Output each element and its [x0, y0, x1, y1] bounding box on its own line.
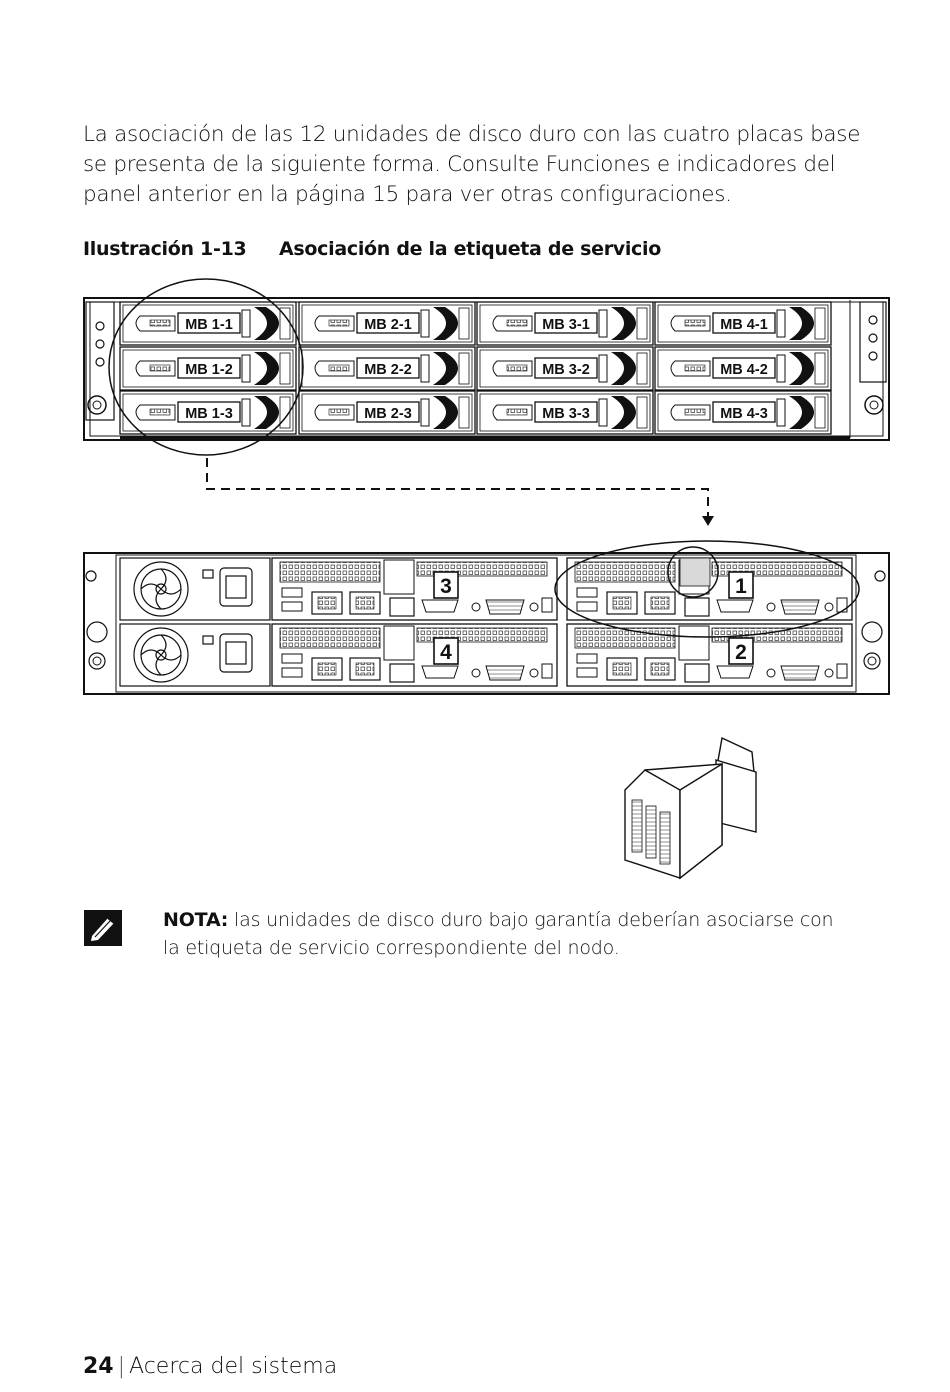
intro-line-2: se presenta de la siguiente forma. Consu… — [83, 152, 836, 177]
intro-line-3: panel anterior en la página 15 para ver … — [83, 182, 732, 207]
service-tag-figure: MB 1-1 MB 2-1 MB 3-1 MB 4-1 MB 1-2 MB 2-2 MB 3… — [83, 278, 890, 880]
drive-label-box — [177, 312, 241, 334]
drive-label: MB 3-2 — [542, 362, 590, 378]
drive-label: MB 2-1 — [364, 317, 412, 333]
note-text: NOTA: las unidades de disco duro bajo ga… — [163, 906, 923, 962]
figure-caption: Ilustración 1-13 Asociación de la etique… — [83, 238, 661, 260]
dashed-connector — [206, 458, 709, 520]
drive-label-box — [534, 312, 598, 334]
drive-label: MB 2-3 — [364, 406, 412, 422]
page-number: 24 — [83, 1354, 114, 1379]
drive-label-box — [534, 401, 598, 423]
drive-label: MB 1-1 — [185, 317, 233, 333]
intro-paragraph: La asociación de las 12 unidades de disc… — [83, 120, 903, 210]
compute-node: 4 — [271, 623, 558, 687]
drive-label: MB 4-2 — [720, 362, 768, 378]
node-number-label: 2 — [735, 641, 747, 664]
power-supplies — [119, 557, 271, 687]
service-tag-drawing — [624, 736, 757, 880]
service-tag-location — [679, 557, 711, 587]
drive-label-box — [712, 401, 776, 423]
drive-label-box — [712, 357, 776, 379]
intro-line-1: La asociación de las 12 unidades de disc… — [83, 122, 861, 147]
footer-section: Acerca del sistema — [129, 1354, 338, 1379]
drive-bay: MB 1-2 — [119, 346, 297, 391]
drive-label-box — [356, 312, 420, 334]
node-number-label: 1 — [735, 575, 747, 598]
drive-label-box — [177, 401, 241, 423]
front-chassis — [83, 297, 890, 441]
compute-node: 2 — [566, 623, 853, 687]
figure-title: Asociación de la etiqueta de servicio — [279, 238, 661, 260]
arrow-down-icon — [702, 516, 714, 526]
drive-bay: MB 3-3 — [476, 390, 654, 435]
drive-label-box — [177, 357, 241, 379]
note-line-1: las unidades de disco duro bajo garantía… — [234, 909, 834, 931]
page-footer: 24|Acerca del sistema — [83, 1354, 337, 1379]
drive-bay: MB 3-1 — [476, 301, 654, 346]
drive-label: MB 3-1 — [542, 317, 590, 333]
highlight-circle-front — [108, 278, 304, 456]
service-tag-circle — [667, 546, 719, 598]
drive-label-box — [356, 357, 420, 379]
compute-nodes: 3 1 4 2 — [271, 557, 853, 687]
note-pencil-icon — [84, 910, 122, 946]
drive-bay: MB 2-2 — [298, 346, 476, 391]
drive-bay: MB 4-1 — [654, 301, 832, 346]
drive-label-box — [534, 357, 598, 379]
drive-bay: MB 1-3 — [119, 390, 297, 435]
footer-separator: | — [117, 1354, 126, 1379]
drive-bay: MB 3-2 — [476, 346, 654, 391]
note-label: NOTA: — [163, 909, 229, 931]
drive-label: MB 2-2 — [364, 362, 412, 378]
drive-bay: MB 4-2 — [654, 346, 832, 391]
figure-number: Ilustración 1-13 — [83, 238, 247, 260]
drive-label: MB 4-1 — [720, 317, 768, 333]
drive-bay: MB 4-3 — [654, 390, 832, 435]
drive-bay: MB 2-3 — [298, 390, 476, 435]
compute-node: 3 — [271, 557, 558, 621]
drive-label: MB 1-2 — [185, 362, 233, 378]
back-chassis — [83, 552, 890, 695]
note-line-2: la etiqueta de servicio correspondiente … — [163, 937, 620, 959]
drive-bay: MB 2-1 — [298, 301, 476, 346]
drive-label-box — [356, 401, 420, 423]
drive-bays: MB 1-1 MB 2-1 MB 3-1 MB 4-1 MB 1-2 MB 2-2 MB 3… — [119, 301, 832, 435]
drive-bay: MB 1-1 — [119, 301, 297, 346]
drive-label: MB 1-3 — [185, 406, 233, 422]
drive-label-box — [712, 312, 776, 334]
node-number-label: 3 — [440, 575, 452, 598]
highlight-ellipse-node-1 — [554, 540, 860, 638]
drive-label: MB 3-3 — [542, 406, 590, 422]
drive-label: MB 4-3 — [720, 406, 768, 422]
node-number-label: 4 — [440, 641, 452, 664]
